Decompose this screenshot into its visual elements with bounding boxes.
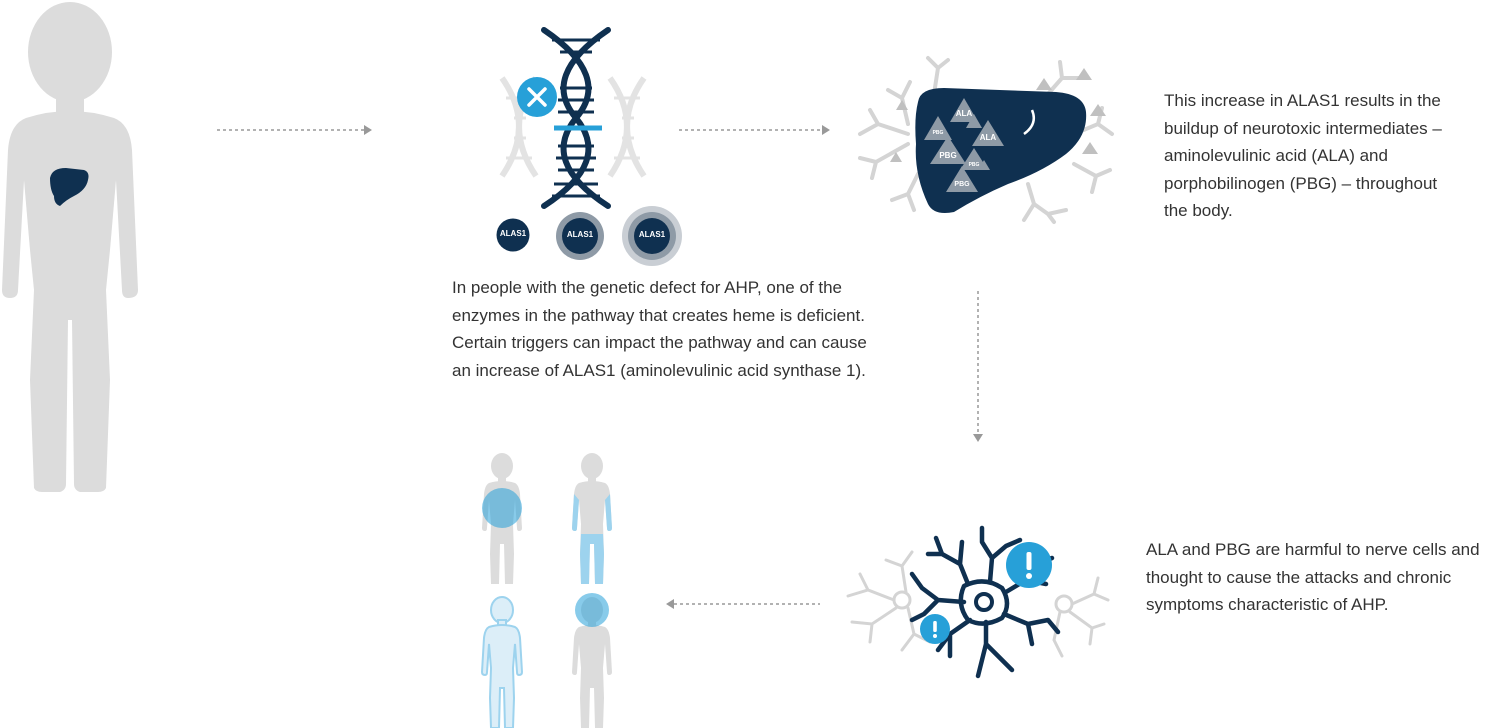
- person-silhouette-icon: [2, 2, 138, 492]
- exclamation-icon-small: [920, 614, 950, 644]
- dna-helix-graphic: [496, 26, 686, 216]
- symptom-people-grid: [481, 453, 612, 728]
- ala-label: ALA: [980, 133, 997, 142]
- alas1-badge-small: ALAS1: [496, 218, 530, 252]
- arrow-left: [664, 598, 822, 610]
- heme-pathway-caption: In people with the genetic defect for AH…: [452, 278, 867, 380]
- arrow-down: [972, 290, 984, 444]
- pbg-label: PBG: [939, 151, 956, 160]
- pbg-label: PBG: [933, 130, 944, 136]
- nerve-cell-graphic: [842, 524, 1110, 682]
- alas1-label: ALAS1: [499, 229, 527, 238]
- alas1-badge-large: ALAS1: [622, 206, 682, 266]
- alas1-badge-medium: ALAS1: [556, 212, 604, 260]
- pbg-label: PBG: [969, 162, 980, 168]
- nerve-caption: ALA and PBG are harmful to nerve cells a…: [1146, 540, 1480, 614]
- person-head-icon: [572, 593, 612, 728]
- liver-icon: [50, 168, 89, 206]
- buildup-caption: This increase in ALAS1 results in the bu…: [1164, 91, 1442, 220]
- person-whole-body-icon: [481, 596, 523, 728]
- person-abdomen-icon: [482, 453, 522, 584]
- pbg-label: PBG: [954, 181, 970, 188]
- exclamation-icon-large: [1006, 542, 1052, 588]
- nerve-cell-icon: [846, 525, 1110, 679]
- person-with-liver: [0, 0, 140, 492]
- person-limbs-icon: [572, 453, 612, 584]
- alas1-label: ALAS1: [638, 230, 666, 239]
- arrow-right-2: [678, 124, 834, 136]
- liver-with-intermediates: ALA ALA PBG PBG PBG PBG: [848, 54, 1118, 224]
- ala-label: ALA: [956, 109, 973, 118]
- alas1-label: ALAS1: [566, 230, 594, 239]
- x-mark-icon: [516, 76, 558, 118]
- arrow-right-1: [216, 124, 374, 136]
- dna-helix-icon: [499, 27, 647, 209]
